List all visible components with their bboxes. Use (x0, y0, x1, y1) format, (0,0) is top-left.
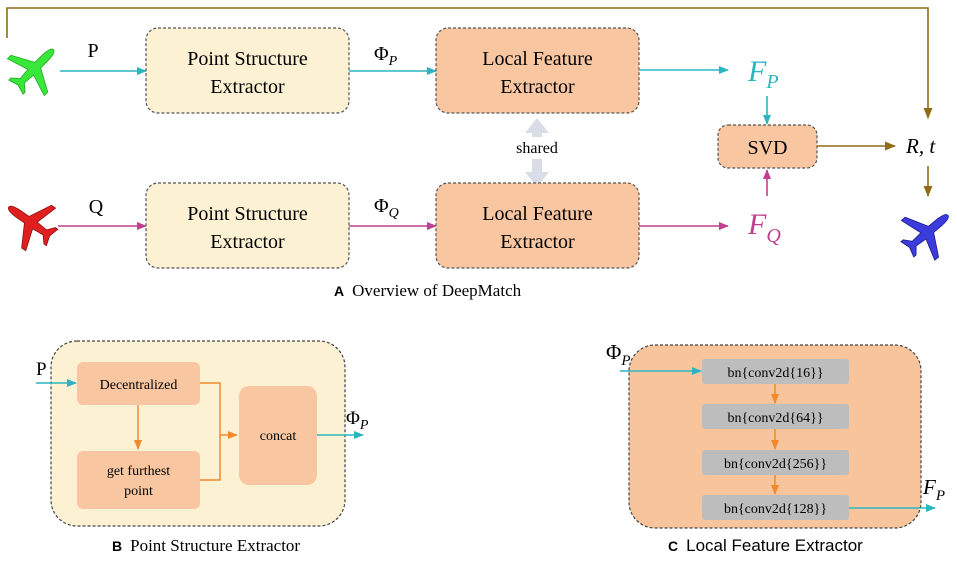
conv-layer-1-label: bn{conv2d{16}} (727, 366, 823, 381)
fp-label: FP (747, 55, 779, 93)
arrow-decentralized-to-concat (200, 382, 238, 439)
lfe-bottom-line1: Local Feature (482, 203, 593, 225)
pse-bottom-line2: Extractor (210, 231, 285, 253)
decentralized-label: Decentralized (100, 378, 178, 393)
lfe-detail-input: ΦP (606, 340, 631, 369)
pse-bottom-line1: Point Structure (187, 203, 308, 225)
conv-layer-3 (702, 450, 849, 475)
conv-layer-3-label: bn{conv2d{256}} (724, 457, 827, 472)
conv-layer-4-label: bn{conv2d{128}} (724, 502, 827, 517)
concat-box (239, 386, 317, 485)
input-p-label: P (87, 40, 98, 62)
furthest-box (77, 451, 200, 509)
svd-label: SVD (747, 137, 787, 159)
furthest-line1: get furthest (107, 464, 170, 479)
conv-layer-2 (702, 404, 849, 429)
lfe-top-line2: Extractor (500, 76, 575, 98)
fq-label: FQ (747, 208, 781, 247)
furthest-line2: point (124, 484, 153, 499)
rt-label: R, t (905, 134, 936, 158)
input-q-label: Q (89, 196, 104, 218)
green-airplane-icon (0, 30, 73, 106)
feedback-arrow (6, 7, 933, 119)
lfe-box-top (435, 27, 640, 114)
lfe-detail-output: FP (922, 475, 945, 504)
pse-box-top (145, 27, 350, 114)
pse-box-bottom (145, 182, 350, 269)
pse-detail-input: P (36, 359, 47, 380)
phi-p-label: ΦP (374, 43, 398, 69)
lfe-bottom-line2: Extractor (500, 231, 575, 253)
conv-layer-4 (702, 495, 849, 520)
conv-layer-2-label: bn{conv2d{64}} (727, 411, 823, 426)
red-airplane-icon (0, 185, 68, 260)
pse-top-line1: Point Structure (187, 48, 308, 70)
arrow-furthest-to-concat (200, 435, 221, 481)
conv-layer-1 (702, 359, 849, 384)
lfe-box-bottom (435, 182, 640, 269)
pse-top-line2: Extractor (210, 76, 285, 98)
pse-detail-output: ΦP (346, 408, 369, 433)
shared-label: shared (516, 140, 558, 157)
conv-layer-stack: bn{conv2d{16}} bn{conv2d{64}} bn{conv2d{… (702, 359, 849, 520)
phi-q-label: ΦQ (374, 195, 399, 221)
blue-airplane-icon (890, 194, 957, 270)
lfe-top-line1: Local Feature (482, 48, 593, 70)
decentralized-box (77, 362, 200, 405)
concat-label: concat (260, 429, 297, 444)
